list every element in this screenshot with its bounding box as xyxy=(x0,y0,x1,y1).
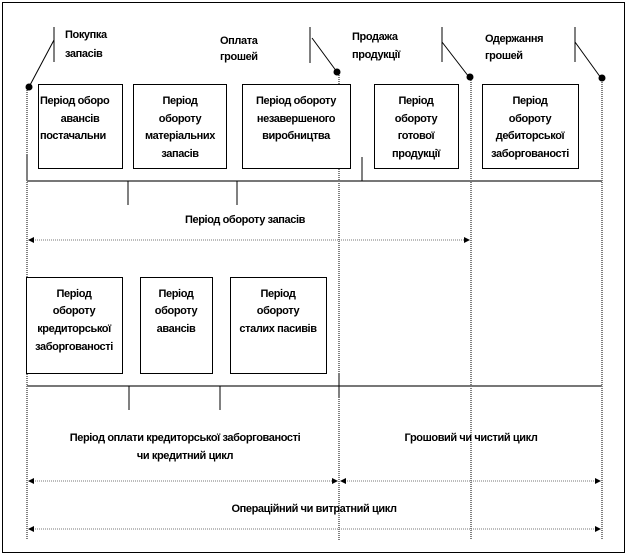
event-dot xyxy=(25,83,33,91)
svg-text:запасів: запасів xyxy=(65,48,103,60)
box-wip: Період обороту незавершеного виробництва xyxy=(242,84,351,169)
svg-text:грошей: грошей xyxy=(485,50,523,62)
svg-text:Період: Період xyxy=(261,288,296,300)
svg-text:матеріальних: матеріальних xyxy=(145,130,216,142)
svg-text:Оплата: Оплата xyxy=(220,35,259,47)
svg-text:заборгованості: заборгованості xyxy=(491,148,569,160)
cash-cycle-label: Грошовий чи чистий цикл xyxy=(405,432,538,444)
svg-text:обороту: обороту xyxy=(509,113,553,125)
svg-text:запасів: запасів xyxy=(161,148,199,160)
svg-text:обороту: обороту xyxy=(257,305,301,317)
top-boxes: Період оборо авансів постачальни Період … xyxy=(38,84,579,169)
event-cash-receipt: Одержання грошей xyxy=(485,27,606,82)
event-dot xyxy=(598,74,606,82)
svg-text:Одержання: Одержання xyxy=(485,33,543,45)
event-purchase: Покупка запасів xyxy=(25,27,108,91)
svg-text:грошей: грошей xyxy=(220,51,258,63)
svg-text:кредиторської: кредиторської xyxy=(37,323,112,335)
svg-text:Період: Період xyxy=(399,95,434,107)
event-dot xyxy=(333,68,341,76)
box-supplier-advances: Період оборо авансів постачальни xyxy=(38,84,123,169)
svg-text:обороту: обороту xyxy=(155,305,199,317)
svg-text:Період: Період xyxy=(163,95,198,107)
svg-text:сталих пасивів: сталих пасивів xyxy=(239,323,317,335)
bottom-boxes: Період обороту кредиторської заборговано… xyxy=(26,277,327,374)
top-timeline xyxy=(26,155,602,205)
operating-cycle-label: Операційний чи витратний цикл xyxy=(231,503,396,515)
event-payment: Оплата грошей xyxy=(220,27,341,76)
event-dot xyxy=(466,73,474,81)
svg-text:продукції: продукції xyxy=(392,148,441,160)
box-receivables: Період обороту дебиторської заборгованос… xyxy=(482,84,579,169)
svg-text:авансів: авансів xyxy=(61,113,100,125)
svg-text:обороту: обороту xyxy=(159,113,203,125)
svg-text:Період: Період xyxy=(513,95,548,107)
svg-text:обороту: обороту xyxy=(53,305,97,317)
svg-text:виробництва: виробництва xyxy=(262,130,331,142)
box-payables: Період обороту кредиторської заборговано… xyxy=(26,277,123,374)
svg-text:Покупка: Покупка xyxy=(65,29,108,41)
svg-text:авансів: авансів xyxy=(157,323,196,335)
svg-text:Період оборо: Період оборо xyxy=(40,95,110,107)
svg-text:дебиторської: дебиторської xyxy=(496,130,566,142)
svg-text:Період обороту: Період обороту xyxy=(256,95,337,107)
credit-cycle-label-line2: чи кредитний цикл xyxy=(137,450,234,462)
svg-text:незавершеного: незавершеного xyxy=(257,113,336,125)
svg-text:обороту: обороту xyxy=(395,113,439,125)
svg-text:заборгованості: заборгованості xyxy=(35,341,113,353)
box-materials: Період обороту матеріальних запасів xyxy=(133,84,227,169)
svg-text:Продажа: Продажа xyxy=(352,31,399,43)
box-fixed-liabilities: Період обороту сталих пасивів xyxy=(230,277,327,374)
svg-text:Період: Період xyxy=(159,288,194,300)
svg-text:готової: готової xyxy=(398,130,436,142)
box-finished-goods: Період обороту готової продукції xyxy=(374,84,459,169)
inventory-period-label: Період обороту запасів xyxy=(185,214,306,226)
svg-text:постачальни: постачальни xyxy=(40,130,106,142)
svg-text:Період: Період xyxy=(57,288,92,300)
bottom-timeline xyxy=(27,374,602,410)
event-sale: Продажа продукції xyxy=(352,27,474,81)
credit-cycle-label: Період оплати кредиторської заборгованос… xyxy=(70,432,301,444)
box-advances: Період обороту авансів xyxy=(140,277,213,374)
svg-text:продукції: продукції xyxy=(352,49,401,61)
